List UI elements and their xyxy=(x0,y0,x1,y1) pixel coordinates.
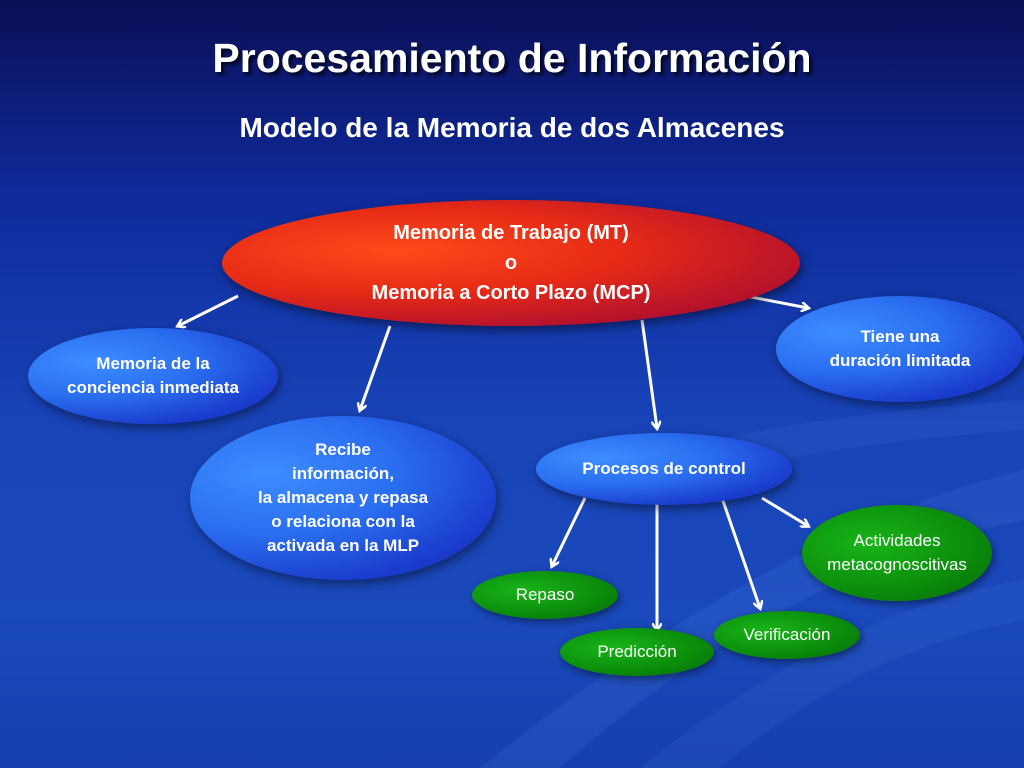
slide-subtitle: Modelo de la Memoria de dos Almacenes xyxy=(239,112,785,143)
node-memoria-trabajo: Memoria de Trabajo (MT) o Memoria a Cort… xyxy=(222,200,800,326)
node-conciencia-inmediata: Memoria de la conciencia inmediata xyxy=(28,328,278,424)
slide-title: Procesamiento de Información xyxy=(212,35,812,81)
arrow-to-procesos xyxy=(640,319,657,428)
arrow-to-inmediata xyxy=(178,294,239,326)
node-conciencia-inmediata-label: Memoria de la conciencia inmediata xyxy=(67,354,239,397)
arrow-to-duracion xyxy=(745,294,808,308)
node-actividades-metacognoscitivas-label: Actividades metacognoscitivas xyxy=(827,531,967,574)
node-memoria-trabajo-label: Memoria de Trabajo (MT) o Memoria a Cort… xyxy=(371,222,651,304)
node-repaso: Repaso xyxy=(472,571,618,619)
arrow-to-repaso xyxy=(552,497,587,566)
node-prediccion: Predicción xyxy=(560,628,714,676)
node-procesos-control-label: Procesos de control xyxy=(582,459,746,478)
node-prediccion-label: Predicción xyxy=(597,642,677,661)
node-recibe-informacion: Recibe información, la almacena y repasa… xyxy=(190,416,496,580)
node-procesos-control: Procesos de control xyxy=(536,433,792,505)
node-verificacion-label: Verificación xyxy=(743,625,831,644)
node-recibe-informacion-label: Recibe información, la almacena y repasa… xyxy=(257,440,429,555)
arrow-to-verificacion xyxy=(720,497,760,608)
arrow-to-actividades xyxy=(761,496,808,526)
node-verificacion: Verificación xyxy=(714,611,860,659)
node-actividades-metacognoscitivas: Actividades metacognoscitivas xyxy=(802,505,992,601)
node-duracion-limitada-label: Tiene una duración limitada xyxy=(829,327,971,370)
node-repaso-label: Repaso xyxy=(515,585,575,604)
arrow-to-recibe xyxy=(360,325,392,410)
node-duracion-limitada: Tiene una duración limitada xyxy=(776,296,1024,402)
